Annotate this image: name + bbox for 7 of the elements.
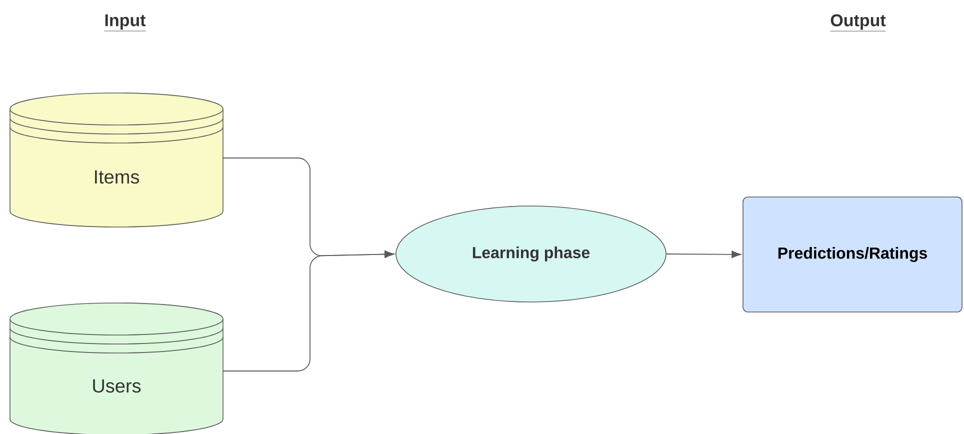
arrow [666,250,742,258]
output-box: Predictions/Ratings [742,196,962,312]
database-cylinder: Items [10,92,224,228]
column-heading: Input [104,14,146,32]
database-cylinder: Users [10,302,224,434]
arrow [222,250,394,372]
column-heading: Output [830,14,886,32]
